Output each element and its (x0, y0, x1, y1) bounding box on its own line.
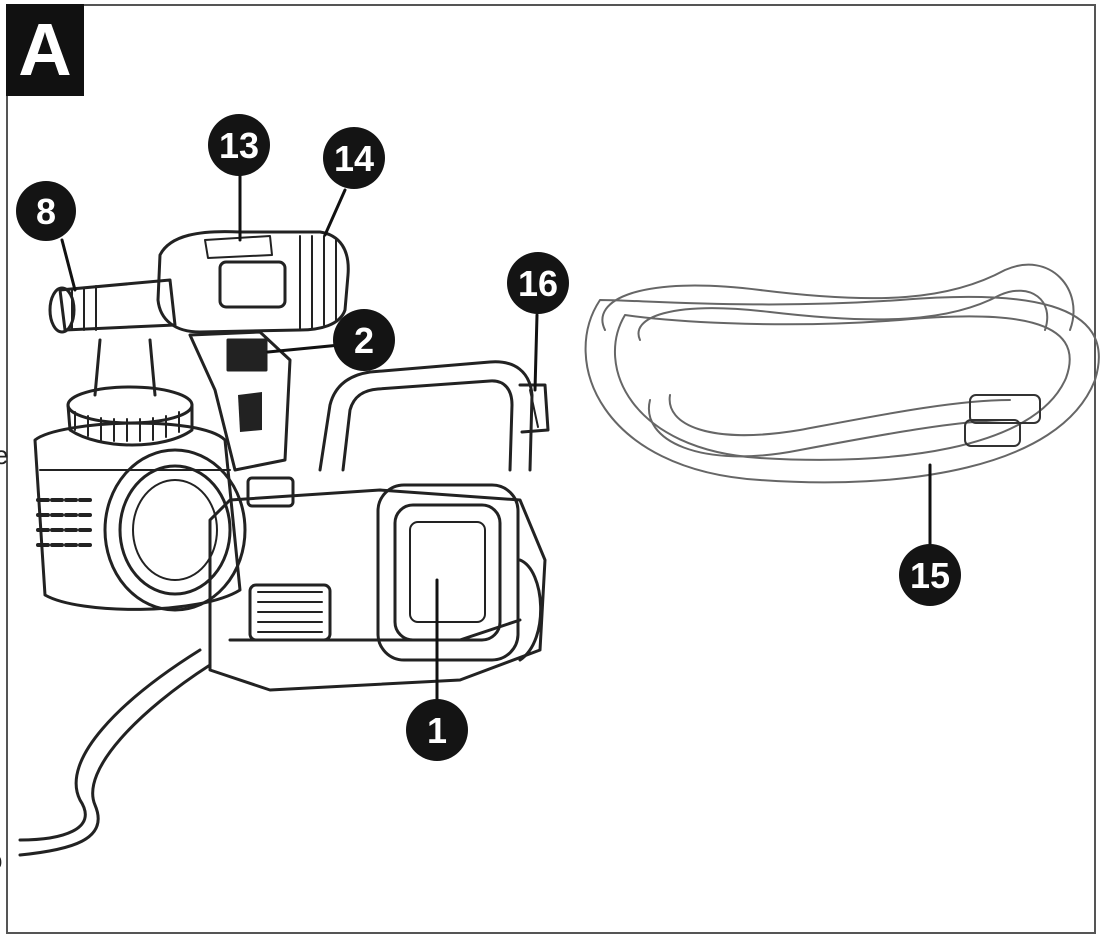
air-hose (584, 263, 1100, 484)
figure-frame (6, 4, 1096, 934)
hose-connector (518, 383, 550, 434)
callout-8: 8 (16, 181, 76, 241)
paint-container (33, 421, 242, 611)
callout-1: 1 (406, 699, 468, 761)
cropped-text-fragment: o (0, 845, 2, 876)
callout-2: 2 (333, 309, 395, 371)
carry-handle (318, 360, 534, 472)
leader-lines (60, 170, 932, 702)
container-lid (103, 448, 247, 612)
callout-label: 1 (427, 710, 447, 751)
callout-15: 15 (899, 544, 961, 606)
callout-label: 14 (334, 138, 374, 179)
callout-label: 16 (518, 263, 558, 304)
callout-13: 13 (208, 114, 270, 176)
cropped-text-fragment: e (0, 440, 9, 470)
callout-16: 16 (507, 252, 569, 314)
front-air-filter (376, 483, 520, 662)
callout-label: 8 (36, 191, 56, 232)
callout-label: 15 (910, 555, 950, 596)
callout-label: 2 (354, 320, 374, 361)
callout-14: 14 (323, 127, 385, 189)
spray-gun (48, 230, 350, 508)
callout-label: 13 (219, 125, 259, 166)
trigger (226, 338, 268, 372)
container-collar (66, 385, 194, 447)
panel-label: A (6, 4, 84, 96)
power-cord (18, 648, 202, 842)
